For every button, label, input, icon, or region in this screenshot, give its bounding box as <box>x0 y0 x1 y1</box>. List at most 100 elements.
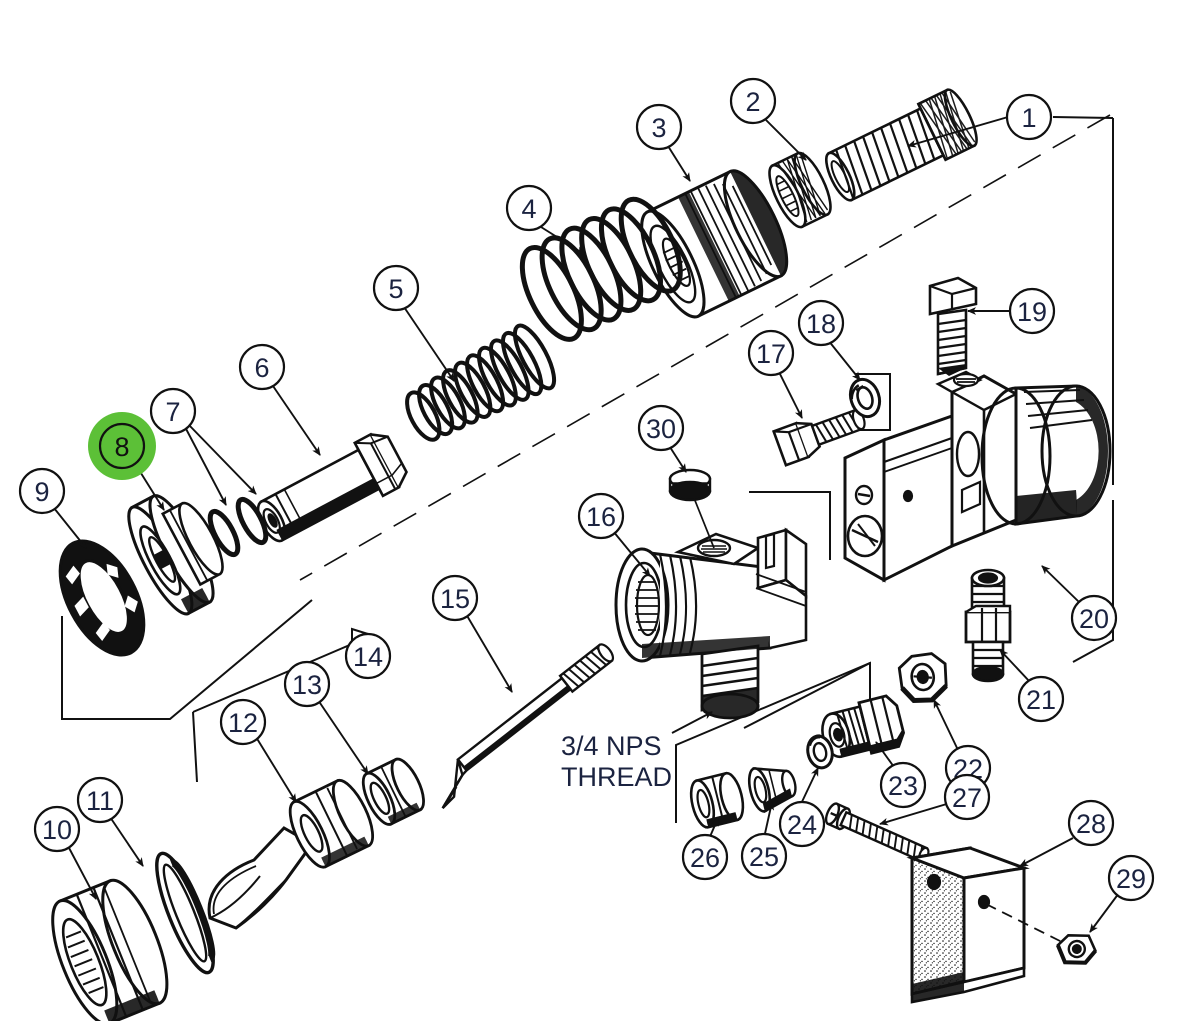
callout-balloon-1[interactable]: 1 <box>1005 93 1053 141</box>
callout-balloon-5[interactable]: 5 <box>372 264 420 312</box>
balloon-circle <box>76 776 124 824</box>
callout-balloon-26[interactable]: 26 <box>681 833 729 881</box>
balloon-circle <box>577 492 625 540</box>
callout-balloon-23[interactable]: 23 <box>879 761 927 809</box>
balloon-number: 4 <box>521 194 536 224</box>
balloon-number: 26 <box>690 843 720 873</box>
callout-balloon-12[interactable]: 12 <box>219 698 267 746</box>
callout-balloon-28[interactable]: 28 <box>1067 799 1115 847</box>
part-6-valve-stem-plunger <box>256 432 408 543</box>
leader-16 <box>612 530 651 577</box>
balloon-number: 20 <box>1079 604 1109 634</box>
part-13-bushing <box>361 757 425 826</box>
callout-balloon-11[interactable]: 11 <box>76 776 124 824</box>
assembly-divider-dashed <box>299 114 1111 581</box>
balloon-number: 12 <box>228 708 258 738</box>
part-18-lock-washer <box>848 377 882 419</box>
block-left-bracket <box>749 491 831 560</box>
leader-29 <box>1089 892 1120 933</box>
grouping-brackets <box>61 114 1114 823</box>
callout-balloon-13[interactable]: 13 <box>283 660 331 708</box>
balloon-circle <box>635 103 683 151</box>
callout-balloon-21[interactable]: 21 <box>1017 675 1065 723</box>
part-17-hex-head-bolt <box>771 408 866 467</box>
leader-25 <box>763 801 775 839</box>
leader-30-seat <box>693 497 715 549</box>
part-25-ferrule-cone <box>747 767 797 814</box>
part-2-knurled-ring <box>768 151 832 229</box>
leader-10 <box>67 845 97 900</box>
part-11-retaining-ring <box>155 851 216 975</box>
balloon-circle <box>1008 287 1056 335</box>
balloon-number: 21 <box>1026 685 1056 715</box>
callout-balloon-14[interactable]: 14 <box>344 632 392 680</box>
balloon-number: 10 <box>42 815 72 845</box>
callout-balloon-8[interactable]: 8 <box>88 412 156 480</box>
callout-balloon-24[interactable]: 24 <box>778 800 826 848</box>
balloon-circle <box>18 467 66 515</box>
balloon-number: 24 <box>787 810 817 840</box>
thread-note-line2: THREAD <box>561 762 672 792</box>
callout-balloon-2[interactable]: 2 <box>729 77 777 125</box>
callout-balloon-25[interactable]: 25 <box>740 832 788 880</box>
part-21-hex-nipple-fitting <box>964 568 1012 683</box>
callout-balloon-15[interactable]: 15 <box>431 574 479 622</box>
balloon-number: 18 <box>806 309 836 339</box>
handle-group-bracket <box>192 627 369 783</box>
balloon-number: 27 <box>952 783 982 813</box>
callout-balloon-6[interactable]: 6 <box>238 343 286 391</box>
thread-note: 3/4 NPS THREAD <box>561 731 672 792</box>
balloon-circle <box>283 660 331 708</box>
leader-22 <box>933 699 959 751</box>
right-vertical-bracket <box>1072 118 1114 663</box>
thread-note-line1: 3/4 NPS <box>561 731 662 761</box>
callout-balloon-17[interactable]: 17 <box>747 329 795 377</box>
part-19-hex-head-screw <box>928 276 978 376</box>
balloon-circle <box>33 805 81 853</box>
leader-18 <box>827 339 861 381</box>
balloon-circle <box>681 833 729 881</box>
leader-24 <box>799 767 819 807</box>
part-22-hex-nut <box>897 652 948 704</box>
part-10-hex-coupling-nut <box>51 878 169 1021</box>
part-26-sleeve-bushing <box>689 771 745 829</box>
balloon-number: 1 <box>1021 103 1036 133</box>
balloon-circle <box>149 387 197 435</box>
leader-12 <box>255 736 297 803</box>
balloon-circle <box>879 761 927 809</box>
balloon-number: 29 <box>1116 864 1146 894</box>
callout-balloon-7[interactable]: 7 <box>149 387 197 435</box>
leader-nps-thread <box>671 711 713 734</box>
leader-13 <box>317 699 369 775</box>
leader-7a <box>183 424 227 506</box>
callout-balloon-29[interactable]: 29 <box>1107 854 1155 902</box>
callout-balloon-27[interactable]: 27 <box>943 773 991 821</box>
leader-21 <box>999 649 1031 683</box>
balloon-number: 9 <box>34 477 49 507</box>
balloon-number: 11 <box>86 786 114 816</box>
balloon-circle <box>778 800 826 848</box>
balloon-circle <box>747 329 795 377</box>
callout-balloon-16[interactable]: 16 <box>577 492 625 540</box>
callout-balloon-18[interactable]: 18 <box>797 299 845 347</box>
leader-7b <box>187 423 257 495</box>
callout-balloon-9[interactable]: 9 <box>18 467 66 515</box>
part-29-square-nut <box>1056 933 1097 965</box>
balloon-circle <box>1067 799 1115 847</box>
part-28-u-channel-bracket <box>906 846 1075 1004</box>
callout-balloon-19[interactable]: 19 <box>1008 287 1056 335</box>
balloon-circle <box>740 832 788 880</box>
callout-balloon-4[interactable]: 4 <box>505 184 553 232</box>
balloon-circle <box>344 632 392 680</box>
part-24-washer <box>806 734 834 770</box>
callout-balloon-10[interactable]: 10 <box>33 805 81 853</box>
balloon-number: 30 <box>646 414 676 444</box>
part-12-lever-handle <box>207 778 375 930</box>
part-16-valve-body-elbow <box>614 527 808 720</box>
balloon-circle <box>1070 594 1118 642</box>
callout-balloon-30[interactable]: 30 <box>637 404 685 452</box>
callout-balloon-3[interactable]: 3 <box>635 103 683 151</box>
callout-balloon-20[interactable]: 20 <box>1070 594 1118 642</box>
part-30-cap-plug <box>668 468 712 502</box>
part-15-threaded-rod-chisel-tip <box>441 643 615 809</box>
